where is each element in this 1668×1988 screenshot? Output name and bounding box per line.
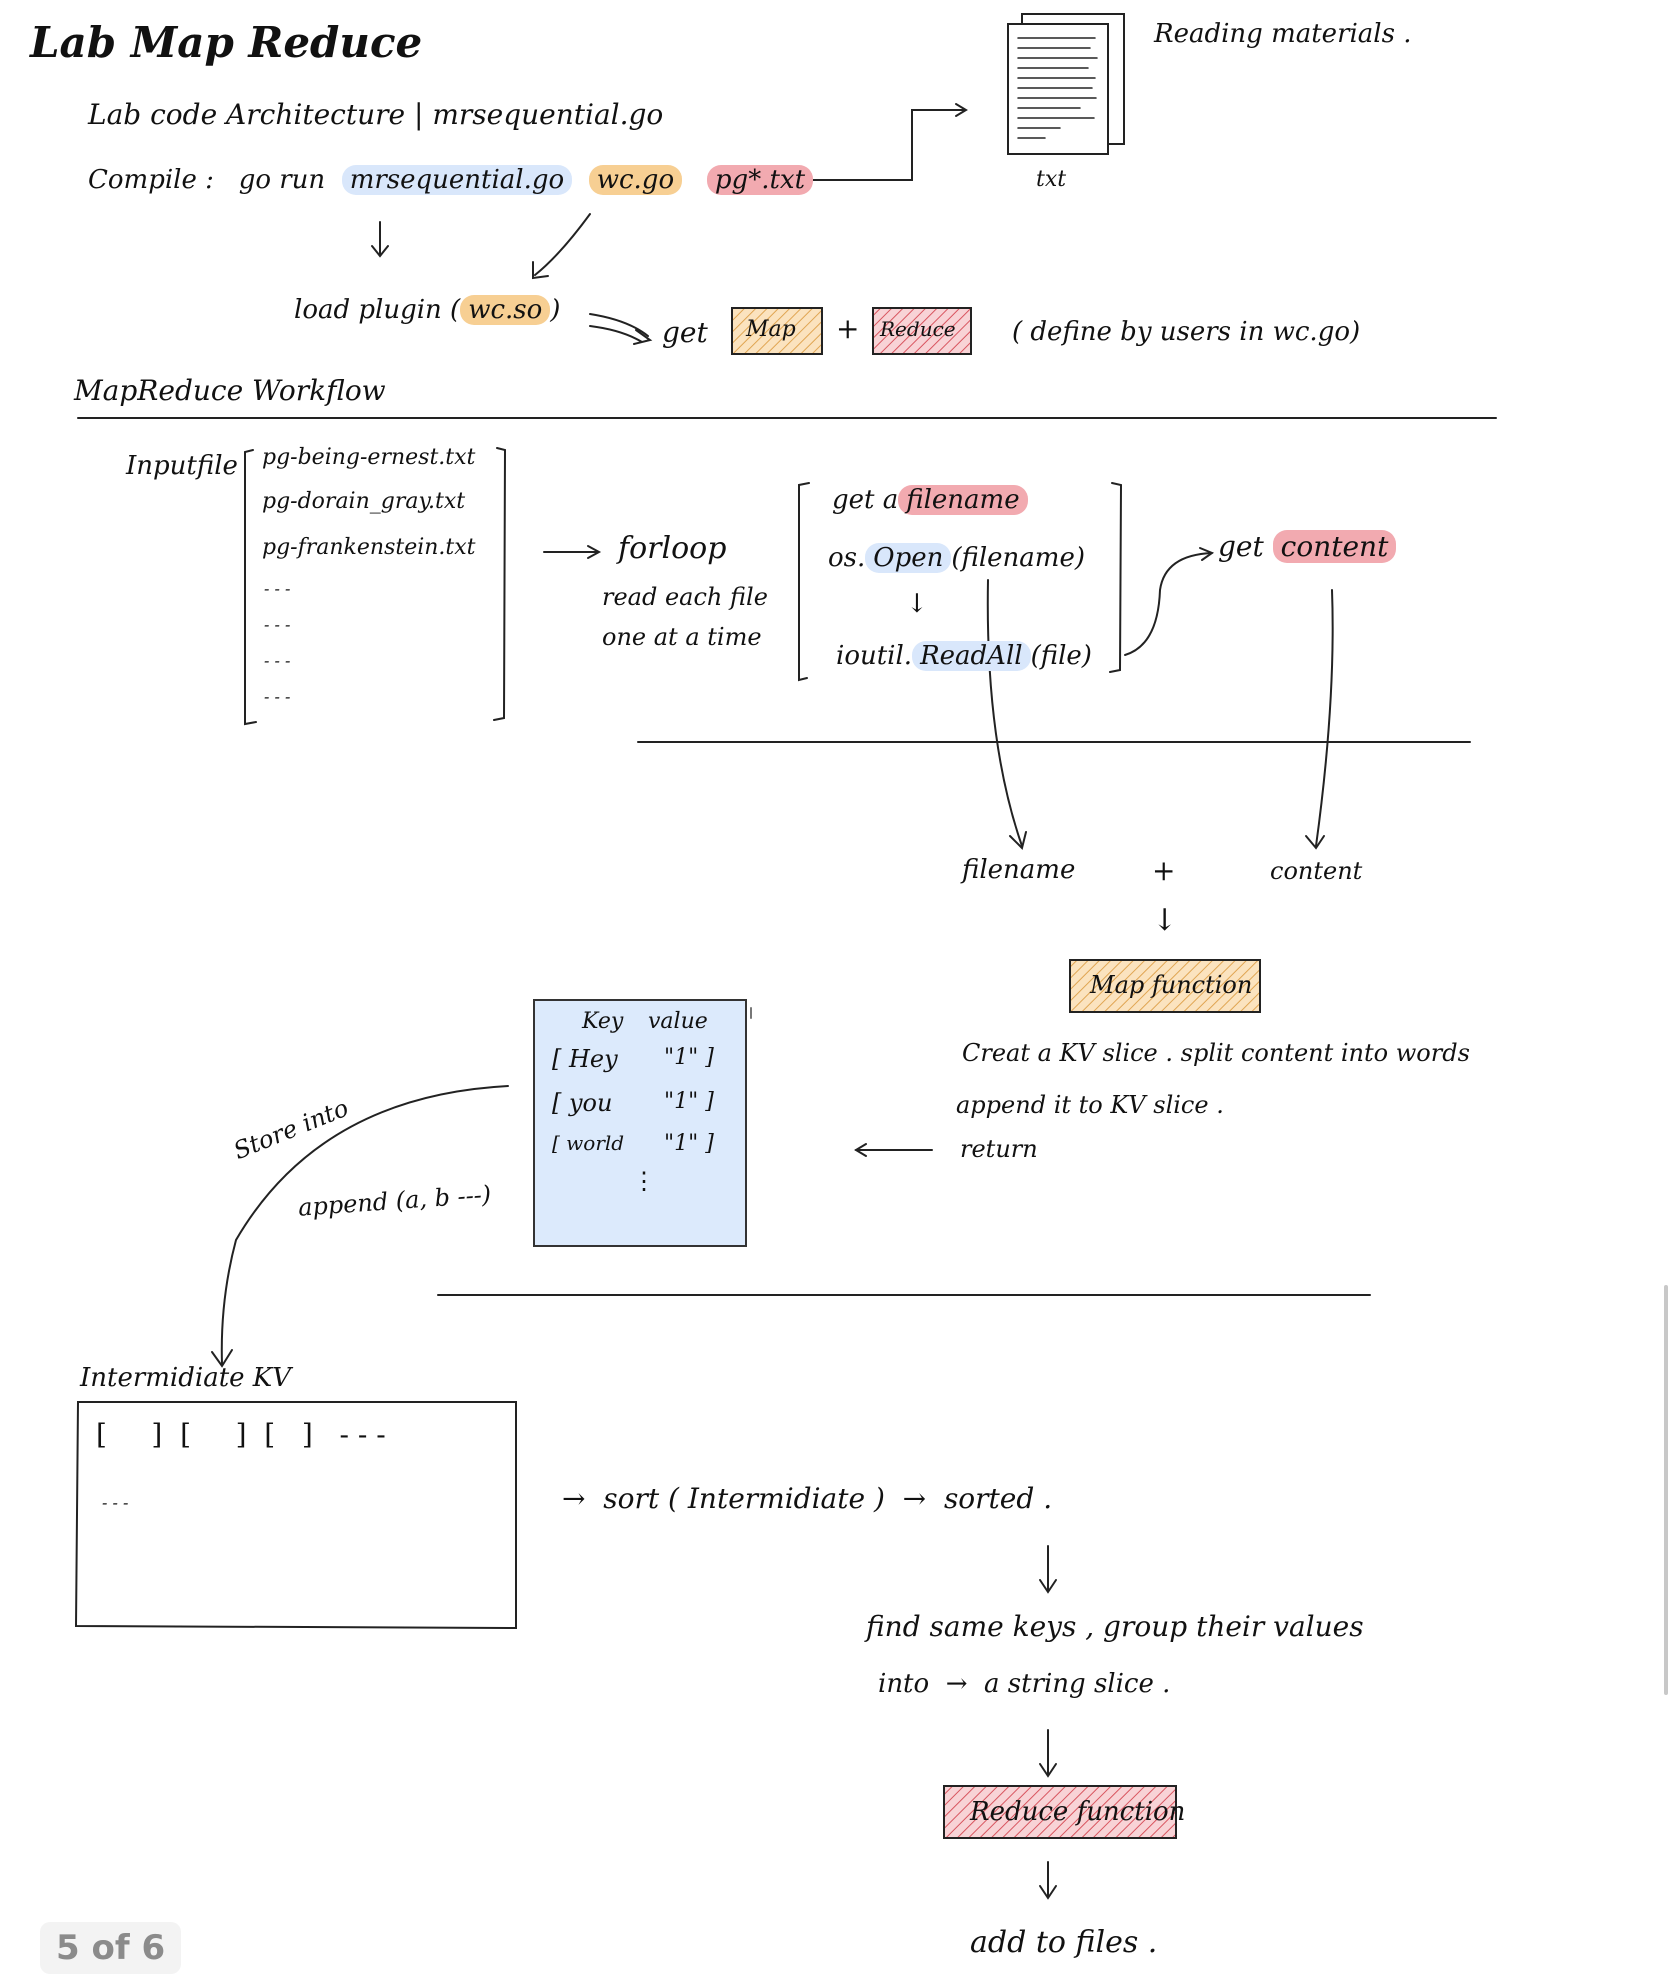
intermediate-box [74, 1401, 517, 1630]
plugin-get: get [662, 316, 708, 349]
step-ioutil: ioutil.ReadAll(file) [836, 641, 1092, 671]
kv-dots: ⋮ [632, 1167, 656, 1195]
map-function-label: Map function [1090, 971, 1253, 999]
step-readall: ReadAll [912, 641, 1031, 671]
load-plugin-fn: load plugin ( [294, 295, 461, 325]
step-open-arg: (filename) [951, 543, 1085, 573]
txt-label: txt [1036, 167, 1067, 192]
step-os-open: os.Open(filename) [828, 543, 1085, 573]
map-function-box [1069, 959, 1261, 1013]
forloop-title: forloop [618, 531, 727, 566]
reduce-function-label: Reduce function [970, 1797, 1186, 1827]
forloop-line-2: one at a time [602, 623, 762, 651]
sort-line: → sort ( Intermidiate ) → sorted . [562, 1482, 1053, 1515]
intermediate-row-1: [ ] [ ] [ ] - - - [96, 1418, 386, 1451]
kv-row-2-key: [ you [552, 1089, 613, 1117]
architecture-label: Lab code Architecture | mrsequential.go [88, 98, 664, 131]
fc-content: content [1270, 857, 1363, 885]
arrowhead-reading [955, 103, 968, 117]
compile-wc: wc.go [588, 165, 683, 195]
step-arrow: ↓ [906, 589, 928, 619]
group-line-2: into → a string slice . [878, 1669, 1171, 1699]
fc-down-arrow: ↓ [1152, 903, 1178, 938]
plugin-plus: + [836, 312, 860, 345]
architecture-text: Lab code Architecture | [88, 98, 424, 131]
plugin-note: ( define by users in wc.go) [1012, 317, 1361, 347]
load-plugin: load plugin (wc.so) [294, 295, 561, 325]
map-box [731, 307, 823, 355]
document-icon [1007, 23, 1109, 155]
input-file-3: pg-frankenstein.txt [262, 535, 476, 560]
compile-line: Compile : go run mrsequential.go wc.go p… [88, 165, 814, 195]
get-content: get content [1218, 530, 1397, 563]
arrow-to-filename [986, 579, 1023, 847]
kv-row-2-val: "1" ] [664, 1089, 714, 1114]
arrow-get-content [1124, 552, 1213, 656]
input-file-2: pg-dorain_gray.txt [262, 489, 466, 514]
workflow-heading: MapReduce Workflow [74, 374, 386, 407]
scrollbar[interactable] [1664, 1285, 1668, 1695]
intermediate-row-2: - - - [102, 1493, 129, 1512]
load-plugin-arg: wc.so [460, 295, 551, 325]
map-desc-2: append it to KV slice . [956, 1091, 1224, 1119]
input-file-1: pg-being-ernest.txt [262, 445, 476, 470]
arrow-wc-down [534, 213, 591, 276]
kv-row-1-key: [ Hey [552, 1045, 618, 1073]
kv-row-1-val: "1" ] [664, 1045, 714, 1070]
forloop-line-1: read each file [602, 583, 768, 611]
compile-pg: pg*.txt [706, 165, 814, 195]
reduce-label: Reduce [880, 317, 956, 341]
kv-head-key: Key [582, 1009, 624, 1034]
page-indicator: 5 of 6 [40, 1922, 182, 1974]
step-readall-arg: (file) [1030, 641, 1092, 671]
map-desc-3: return [960, 1135, 1038, 1163]
load-plugin-close: ) [550, 295, 561, 325]
add-to-files: add to files . [970, 1925, 1158, 1960]
input-more-2: - - - [264, 615, 291, 634]
compile-cmd: go run [238, 165, 326, 195]
inputfile-label: Inputfile [126, 451, 238, 481]
input-more-1: - - - [264, 579, 291, 598]
arrow-to-reading [771, 109, 966, 181]
input-bracket-left [244, 449, 257, 726]
fc-plus: + [1152, 854, 1176, 887]
map-desc-1: Creat a KV slice . split content into wo… [962, 1039, 1470, 1067]
reading-materials-label: Reading materials . [1154, 19, 1412, 49]
kv-box [533, 999, 747, 1247]
kv-row-3-key: [ world [552, 1131, 625, 1155]
step-get: get a [832, 485, 899, 515]
input-bracket-right [493, 447, 507, 721]
fc-filename: filename [962, 855, 1076, 885]
step-open: Open [865, 543, 952, 573]
reduce-box [872, 307, 972, 355]
compile-seq: mrsequential.go [341, 165, 573, 195]
reduce-function-box [943, 1785, 1177, 1839]
step-filename: filename [898, 485, 1028, 515]
kv-row-3-val: "1" ] [664, 1131, 714, 1156]
kv-head-value: value [648, 1009, 708, 1034]
arrow-store-into [220, 1085, 509, 1365]
step-os: os. [828, 543, 866, 573]
input-more-4: - - - [264, 687, 291, 706]
step-io: ioutil. [836, 641, 913, 671]
double-arrow [589, 313, 653, 345]
get-content-value: content [1272, 530, 1397, 563]
document-lines [1017, 37, 1098, 139]
architecture-file: mrsequential.go [432, 98, 664, 131]
map-label: Map [746, 317, 796, 342]
get-content-get: get [1218, 530, 1264, 563]
intermediate-label: Intermidiate KV [80, 1363, 292, 1393]
compile-label: Compile : [88, 165, 214, 195]
steps-bracket-right [1109, 482, 1123, 673]
page-title: Lab Map Reduce [30, 18, 423, 67]
steps-bracket-left [798, 482, 810, 682]
input-more-3: - - - [264, 651, 291, 670]
group-line-1: find same keys , group their values [866, 1610, 1364, 1643]
arrow-to-content [1315, 589, 1334, 847]
